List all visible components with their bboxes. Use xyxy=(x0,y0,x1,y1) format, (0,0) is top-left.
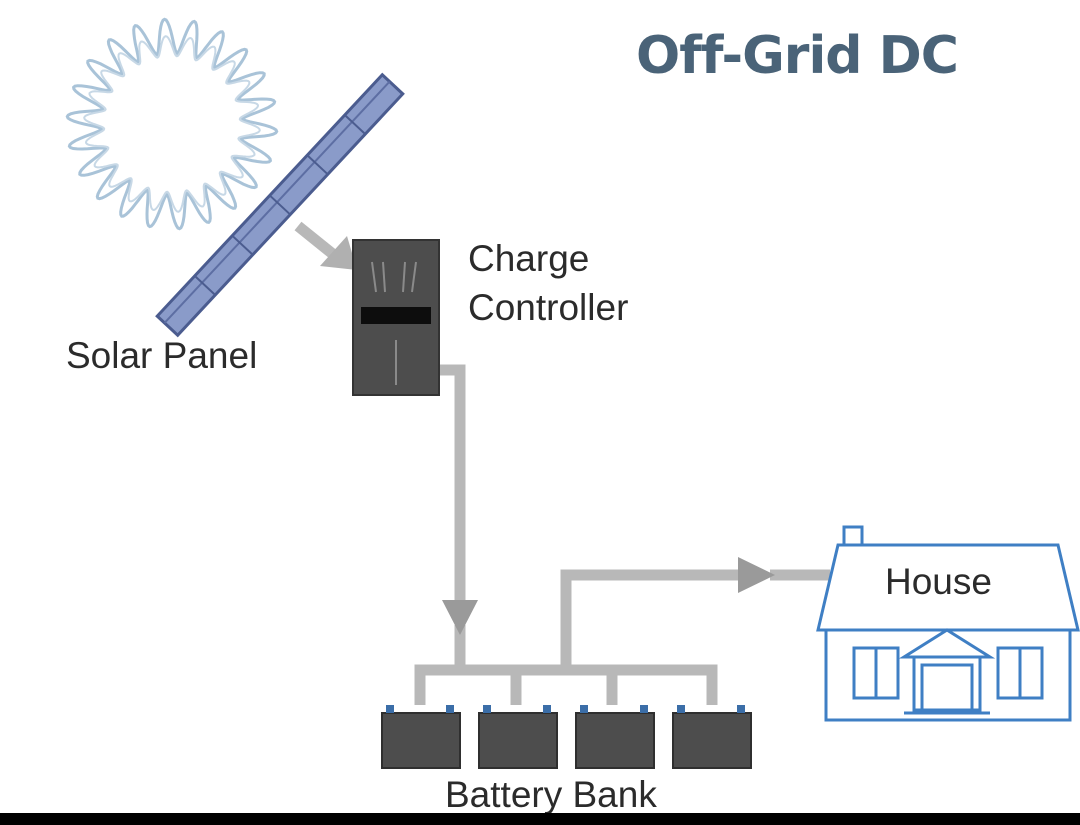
arrow-icon xyxy=(320,236,357,270)
solar-panel-icon xyxy=(155,72,405,338)
house-label: House xyxy=(885,561,992,602)
house-icon xyxy=(816,525,1080,722)
charge-controller-label-line2: Controller xyxy=(468,287,629,328)
bottom-border xyxy=(0,813,1080,825)
arrow-icon xyxy=(738,557,775,593)
battery-icon xyxy=(672,705,752,769)
battery-bank xyxy=(381,705,752,769)
sun-icon xyxy=(65,17,279,231)
solar-panel-label: Solar Panel xyxy=(66,335,258,376)
battery-bus xyxy=(414,664,718,705)
battery-icon xyxy=(478,705,558,769)
page-title: Off-Grid DC xyxy=(636,26,959,86)
battery-bank-label: Battery Bank xyxy=(445,774,657,815)
wire-panel-to-controller xyxy=(294,221,338,260)
battery-icon xyxy=(575,705,655,769)
arrow-icon xyxy=(442,600,478,635)
charge-controller-icon xyxy=(352,239,440,396)
wire-batteries-to-house xyxy=(560,569,740,670)
battery-icon xyxy=(381,705,461,769)
charge-controller-label-line1: Charge xyxy=(468,238,590,279)
wire-controller-to-batteries xyxy=(440,364,466,600)
